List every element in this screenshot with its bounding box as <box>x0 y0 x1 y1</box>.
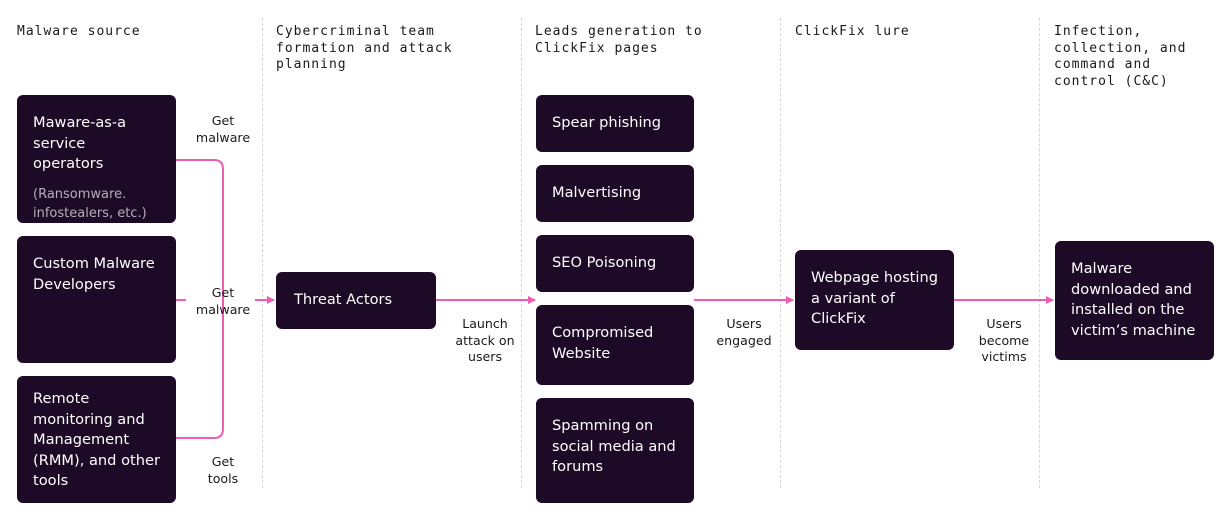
edge-label-get-malware-mid: Get malware <box>195 285 251 317</box>
malvertising-box: Malvertising <box>536 165 694 222</box>
spamming-box: Spamming on social media and forums <box>536 398 694 503</box>
clickfix-webpage-label: Webpage hosting a variant of ClickFix <box>811 269 938 327</box>
threat-actors-box: Threat Actors <box>276 272 436 329</box>
column-header-malware-source: Malware source <box>17 24 141 39</box>
column-header-team-formation: Cybercriminal team formation and attack … <box>276 24 453 72</box>
malvertising-label: Malvertising <box>552 184 642 202</box>
custom-malware-developers-box: Custom Malware Developers <box>17 236 176 363</box>
maas-operators-box: Maware-as-a service operators (Ransomwar… <box>17 95 176 223</box>
maas-operators-label: Maware-as-a service operators <box>33 114 127 172</box>
column-divider <box>262 18 263 488</box>
column-divider <box>1039 18 1040 488</box>
column-header-clickfix-lure: ClickFix lure <box>795 24 910 39</box>
connector-rmm <box>176 300 224 439</box>
connector-maas <box>176 159 224 300</box>
maas-operators-note: (Ransomware. infostealers, etc.) <box>33 186 147 221</box>
edge-label-launch-attack: Launch attack on users <box>455 316 515 364</box>
malware-installed-label: Malware downloaded and installed on the … <box>1071 260 1196 339</box>
malware-installed-box: Malware downloaded and installed on the … <box>1055 241 1214 360</box>
edge-label-users-engaged: Users engaged <box>716 316 772 348</box>
column-header-infection: Infection, collection, and command and c… <box>1054 24 1187 89</box>
custom-malware-developers-label: Custom Malware Developers <box>33 255 155 293</box>
spear-phishing-box: Spear phishing <box>536 95 694 152</box>
seo-poisoning-box: SEO Poisoning <box>536 235 694 292</box>
column-divider <box>521 18 522 488</box>
spamming-label: Spamming on social media and forums <box>552 417 676 475</box>
rmm-tools-box: Remote monitoring and Management (RMM), … <box>17 376 176 503</box>
column-header-leads-generation: Leads generation to ClickFix pages <box>535 24 703 56</box>
spear-phishing-label: Spear phishing <box>552 114 662 132</box>
clickfix-webpage-box: Webpage hosting a variant of ClickFix <box>795 250 954 350</box>
edge-label-users-become-victims: Users become victims <box>978 316 1030 364</box>
edge-label-get-tools: Get tools <box>207 454 239 486</box>
threat-actors-label: Threat Actors <box>294 291 393 309</box>
compromised-website-label: Compromised Website <box>552 324 654 362</box>
compromised-website-box: Compromised Website <box>536 305 694 385</box>
column-divider <box>780 18 781 488</box>
rmm-tools-label: Remote monitoring and Management (RMM), … <box>33 390 160 489</box>
seo-poisoning-label: SEO Poisoning <box>552 254 657 272</box>
edge-label-get-malware-top: Get malware <box>195 113 251 145</box>
